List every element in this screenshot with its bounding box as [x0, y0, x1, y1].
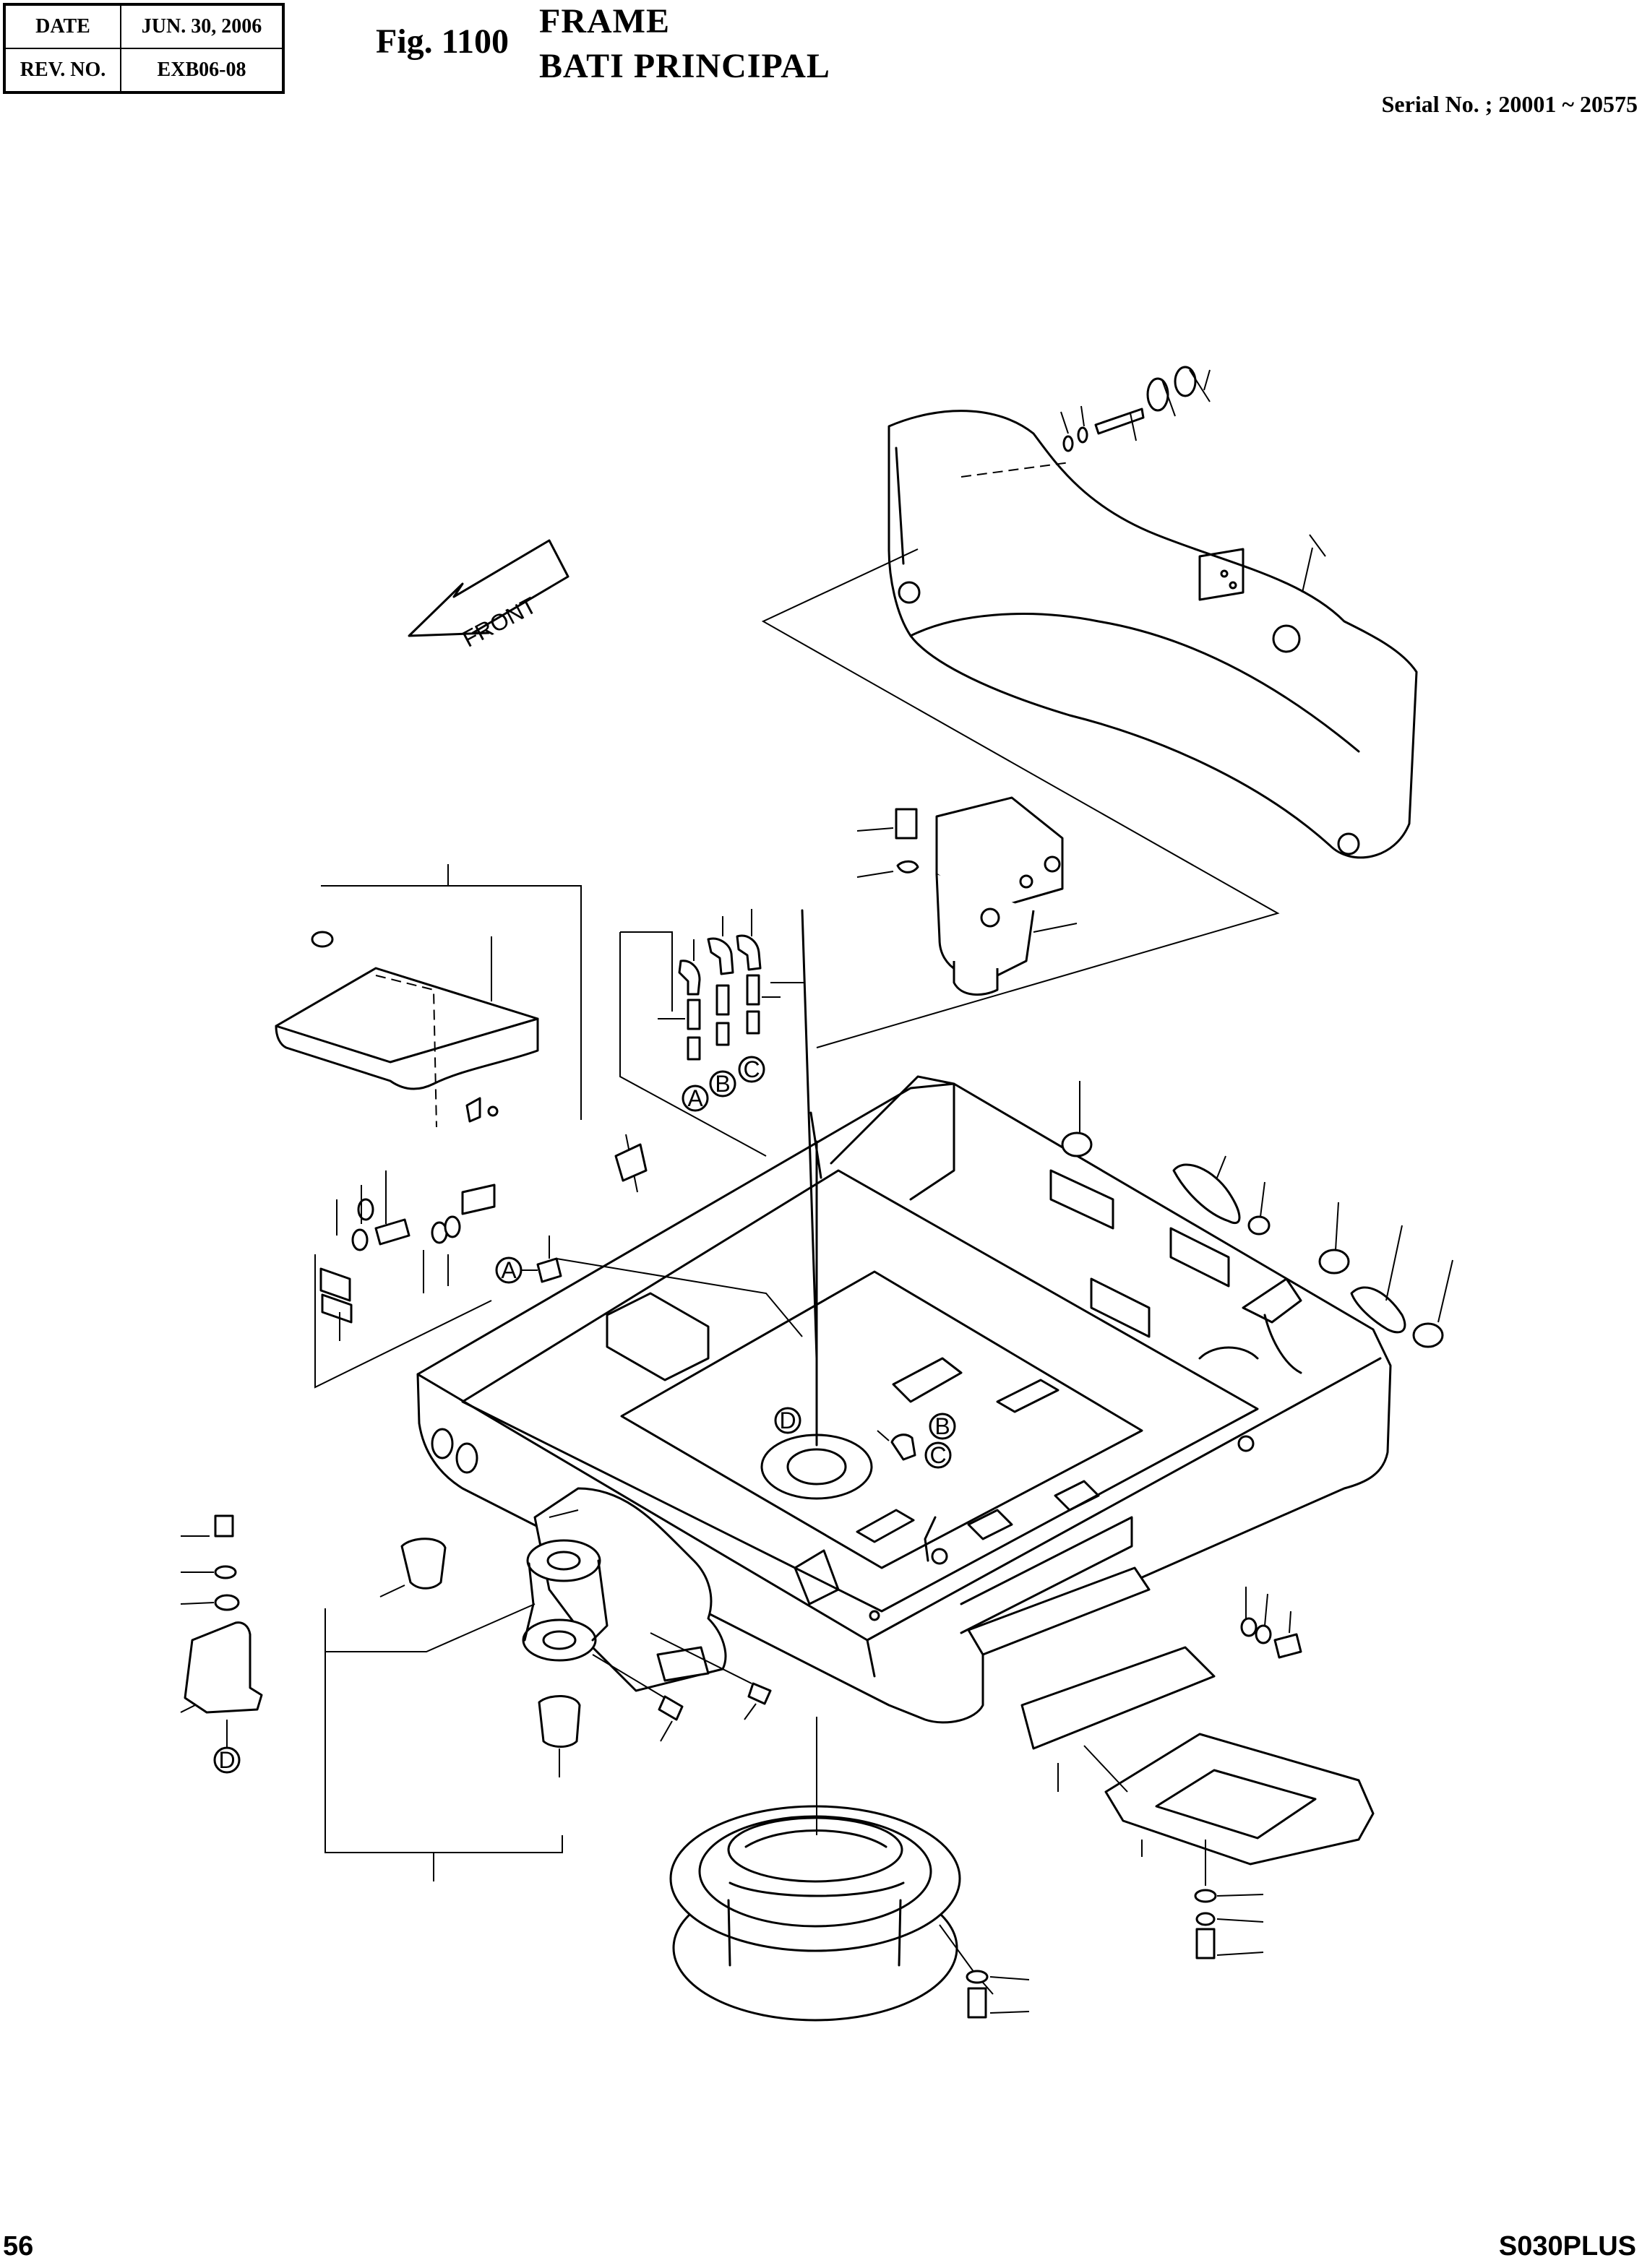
- swivel-joint: [856, 796, 1078, 996]
- left-hardware: [314, 1134, 648, 1389]
- date-value: JUN. 30, 2006: [120, 4, 284, 49]
- bracket-d: D: [180, 1514, 263, 1774]
- revision-label: REV. NO.: [4, 48, 121, 93]
- counterweight: [887, 366, 1418, 859]
- battery-cover: [275, 864, 582, 1128]
- serial-range: Serial No. ; 20001 ~ 20575: [1381, 91, 1638, 117]
- swing-bracket: [324, 1487, 772, 1881]
- svg-text:B: B: [715, 1071, 730, 1097]
- page-number: 56: [3, 2231, 34, 2261]
- fittings-group: A B C: [619, 909, 804, 1157]
- svg-text:A: A: [687, 1085, 703, 1111]
- right-side-parts: [1061, 1081, 1453, 1374]
- under-covers: [967, 1566, 1375, 1959]
- revision-info-table: DATE JUN. 30, 2006 REV. NO. EXB06-08: [3, 3, 285, 94]
- svg-text:D: D: [218, 1747, 235, 1773]
- date-label: DATE: [4, 4, 121, 49]
- svg-text:C: C: [743, 1056, 760, 1082]
- revision-value: EXB06-08: [120, 48, 284, 93]
- svg-text:D: D: [779, 1407, 796, 1433]
- callout-c1: C: [738, 1056, 765, 1083]
- callout-a2: A: [495, 1256, 523, 1284]
- figure-number: Fig. 1100: [376, 22, 510, 61]
- title-french: BATI PRINCIPAL: [539, 47, 830, 85]
- svg-text:B: B: [934, 1413, 950, 1439]
- callout-c2: C: [924, 1441, 952, 1469]
- callout-d1: D: [774, 1407, 801, 1434]
- model-name: S030PLUS: [1498, 2231, 1636, 2261]
- title-english: FRAME: [539, 2, 670, 40]
- callout-a1: A: [682, 1085, 709, 1112]
- callout-d2: D: [213, 1746, 241, 1774]
- slewing-bearing: [669, 1717, 1030, 2022]
- callout-b2: B: [929, 1413, 956, 1440]
- svg-text:C: C: [929, 1442, 946, 1468]
- front-arrow: FRONT: [408, 539, 569, 652]
- svg-text:A: A: [501, 1257, 517, 1283]
- callout-b1: B: [709, 1070, 736, 1098]
